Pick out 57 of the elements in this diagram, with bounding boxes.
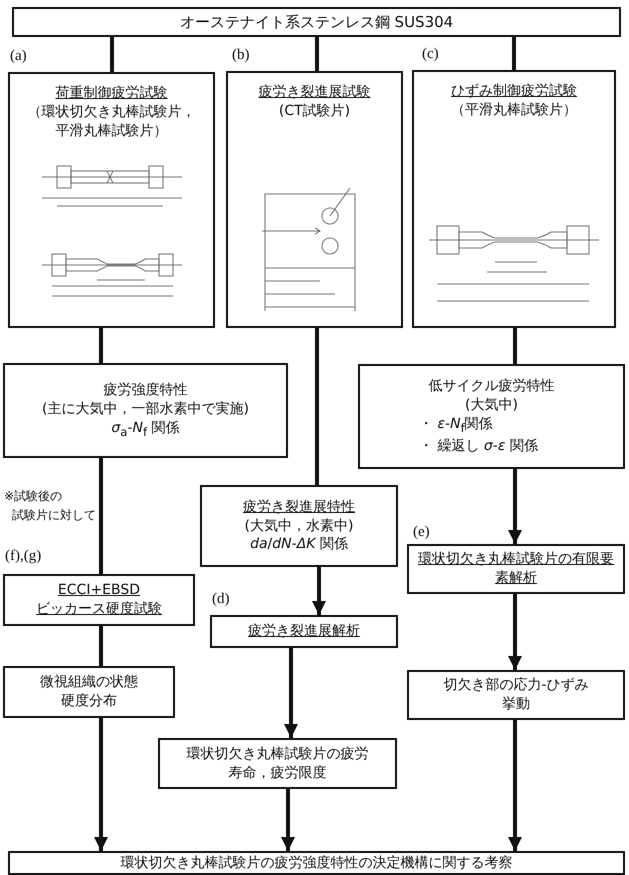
box-text: (CT試験片) [278, 102, 350, 121]
note-text: 試験片に対して [12, 507, 96, 524]
box-text: 硬度分布 [61, 692, 117, 711]
arrow [508, 469, 522, 544]
box-text: (主に大気中，一部水素中で実施) [42, 400, 249, 419]
box-text: ・ ε-N$_{f}$関係 [418, 415, 493, 437]
connector-line [99, 458, 103, 574]
box-heading: 荷重制御疲労試験 [56, 84, 168, 103]
box-text: σ$_{a}$-N$_{f}$ 関係 [111, 418, 180, 440]
box-text: ECCI+EBSD [58, 581, 140, 600]
panel-label: (e) [413, 524, 430, 541]
process-box [200, 485, 398, 567]
panel-label: (b) [232, 47, 250, 64]
box-text: （環状切欠き丸棒試験片，平滑丸棒試験片） [26, 102, 196, 141]
arrow [284, 648, 298, 738]
arrow [312, 567, 326, 615]
arrow [508, 594, 522, 670]
process-box [3, 363, 288, 458]
box-text: 環状切欠き丸棒試験片の疲労強度特性の決定機構に関する考察 [120, 854, 512, 872]
box-text: da/dN-ΔK 関係 [250, 535, 348, 554]
process-box [3, 666, 175, 718]
process-box [158, 738, 397, 789]
connector-line [99, 328, 103, 363]
connector-line [99, 626, 103, 666]
box-heading: 疲労き裂進展試験 [258, 83, 370, 102]
box-text: (大気中) [465, 396, 518, 416]
note-text: ※試験後の [4, 488, 62, 505]
box-text: ビッカース硬度試験 [36, 600, 162, 619]
box-heading: ひずみ制御疲労試験 [451, 82, 577, 101]
arrow [508, 720, 522, 851]
box-text: オーステナイト系ステンレス鋼 SUS304 [180, 12, 454, 32]
process-box [358, 364, 625, 469]
box-text: （平滑丸棒試験片） [451, 100, 577, 120]
connector-line [110, 37, 114, 72]
box-text: 環状切欠き丸棒試験片の有限要素解析 [418, 550, 614, 588]
panel-label: (c) [422, 46, 439, 63]
box-text: 微視組織の状態 [40, 673, 138, 692]
panel-label: (d) [212, 591, 230, 608]
box-text: ・ 繰返し σ-ε 関係 [418, 436, 538, 456]
box-text: (大気中，水素中) [244, 516, 354, 536]
arrow [281, 789, 295, 851]
title-box [8, 851, 625, 875]
panel-label: (f),(g) [5, 548, 42, 565]
box-text: 疲労き裂進展特性 [243, 498, 355, 517]
connector-line [513, 328, 517, 364]
box-text: 環状切欠き丸棒試験片の疲労寿命，疲労限度 [186, 744, 368, 782]
box-text: 疲労強度特性 [104, 380, 188, 400]
panel-label: (a) [10, 48, 27, 65]
connector-line [512, 37, 516, 70]
connector-line [315, 328, 319, 485]
box-text: 疲労き裂進展解析 [248, 622, 360, 641]
box-text: 低サイクル疲労特性 [428, 377, 554, 396]
title-box [12, 7, 621, 37]
connector-line [315, 37, 319, 71]
arrow [94, 718, 108, 851]
box-text: 切欠き部の応力-ひずみ挙動 [442, 676, 590, 714]
process-box [407, 670, 625, 720]
